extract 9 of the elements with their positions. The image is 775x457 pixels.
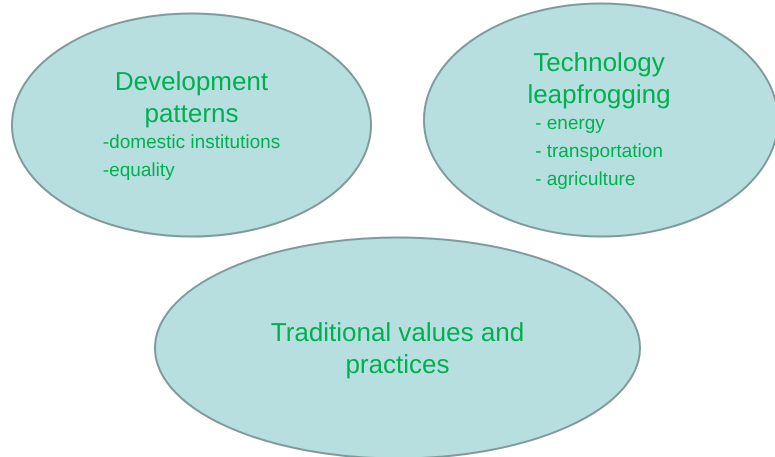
node-heading: Technology leapfrogging [526, 46, 672, 110]
list-item: - transportation [535, 140, 663, 164]
list-item: - energy [535, 112, 605, 136]
node-heading: Traditional values and practices [270, 316, 526, 380]
list-item: - agriculture [535, 168, 636, 192]
node-heading: Development patterns [114, 65, 270, 129]
list-item: -domestic institutions [102, 131, 280, 155]
list-item: -equality [102, 159, 175, 183]
ellipse-node [11, 12, 372, 238]
